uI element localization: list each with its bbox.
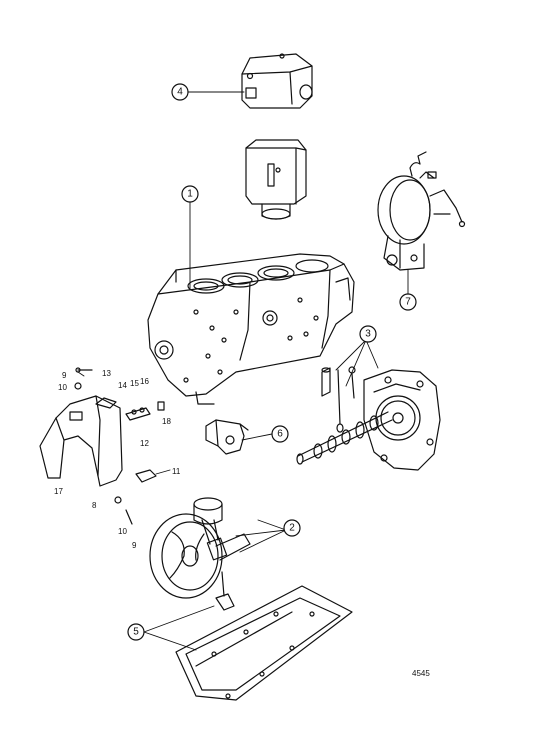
label-15: 15 bbox=[130, 379, 139, 388]
part-4-valve-cover bbox=[241, 53, 313, 109]
label-13: 13 bbox=[102, 369, 111, 378]
label-9-bottom: 9 bbox=[132, 541, 137, 550]
label-16: 16 bbox=[140, 377, 149, 386]
callout-2-label: 2 bbox=[289, 523, 295, 534]
label-9-top: 9 bbox=[62, 371, 67, 380]
callout-4-label: 4 bbox=[177, 87, 183, 98]
callout-4: 4 bbox=[171, 83, 189, 101]
callout-5-label: 5 bbox=[133, 627, 139, 638]
callout-circles: 4 1 7 3 6 2 5 bbox=[127, 83, 417, 641]
leader-lines bbox=[77, 91, 409, 651]
label-14: 14 bbox=[118, 381, 127, 390]
label-18: 18 bbox=[162, 417, 171, 426]
callout-2: 2 bbox=[283, 519, 301, 537]
label-8: 8 bbox=[92, 501, 97, 510]
part-7-water-pump bbox=[377, 151, 466, 271]
part-1-cylinder-head bbox=[245, 139, 307, 220]
label-12: 12 bbox=[140, 439, 149, 448]
drawing-reference-number: 4545 bbox=[412, 669, 430, 678]
callout-3-label: 3 bbox=[365, 329, 371, 340]
callout-6-label: 6 bbox=[277, 429, 283, 440]
label-10-top: 10 bbox=[58, 383, 67, 392]
callout-6: 6 bbox=[271, 425, 289, 443]
callout-3: 3 bbox=[359, 325, 377, 343]
callout-7: 7 bbox=[399, 293, 417, 311]
label-10-bottom: 10 bbox=[118, 527, 127, 536]
callout-5: 5 bbox=[127, 623, 145, 641]
small-part-labels: 9 10 13 14 15 16 12 18 11 17 8 10 9 bbox=[54, 369, 181, 550]
label-11: 11 bbox=[172, 467, 181, 476]
engine-block bbox=[147, 253, 355, 405]
part-6-engine-bracket bbox=[205, 419, 249, 455]
label-17: 17 bbox=[54, 487, 63, 496]
part-2-crankshaft-assembly bbox=[149, 497, 251, 611]
part-17-timing-cover bbox=[39, 395, 123, 487]
callout-7-label: 7 bbox=[405, 297, 411, 308]
part-5-oil-sump bbox=[175, 585, 353, 701]
part-3-camshaft-assembly bbox=[296, 366, 441, 471]
callout-1-label: 1 bbox=[187, 189, 193, 200]
small-fasteners bbox=[74, 367, 165, 525]
callout-1: 1 bbox=[181, 185, 199, 203]
